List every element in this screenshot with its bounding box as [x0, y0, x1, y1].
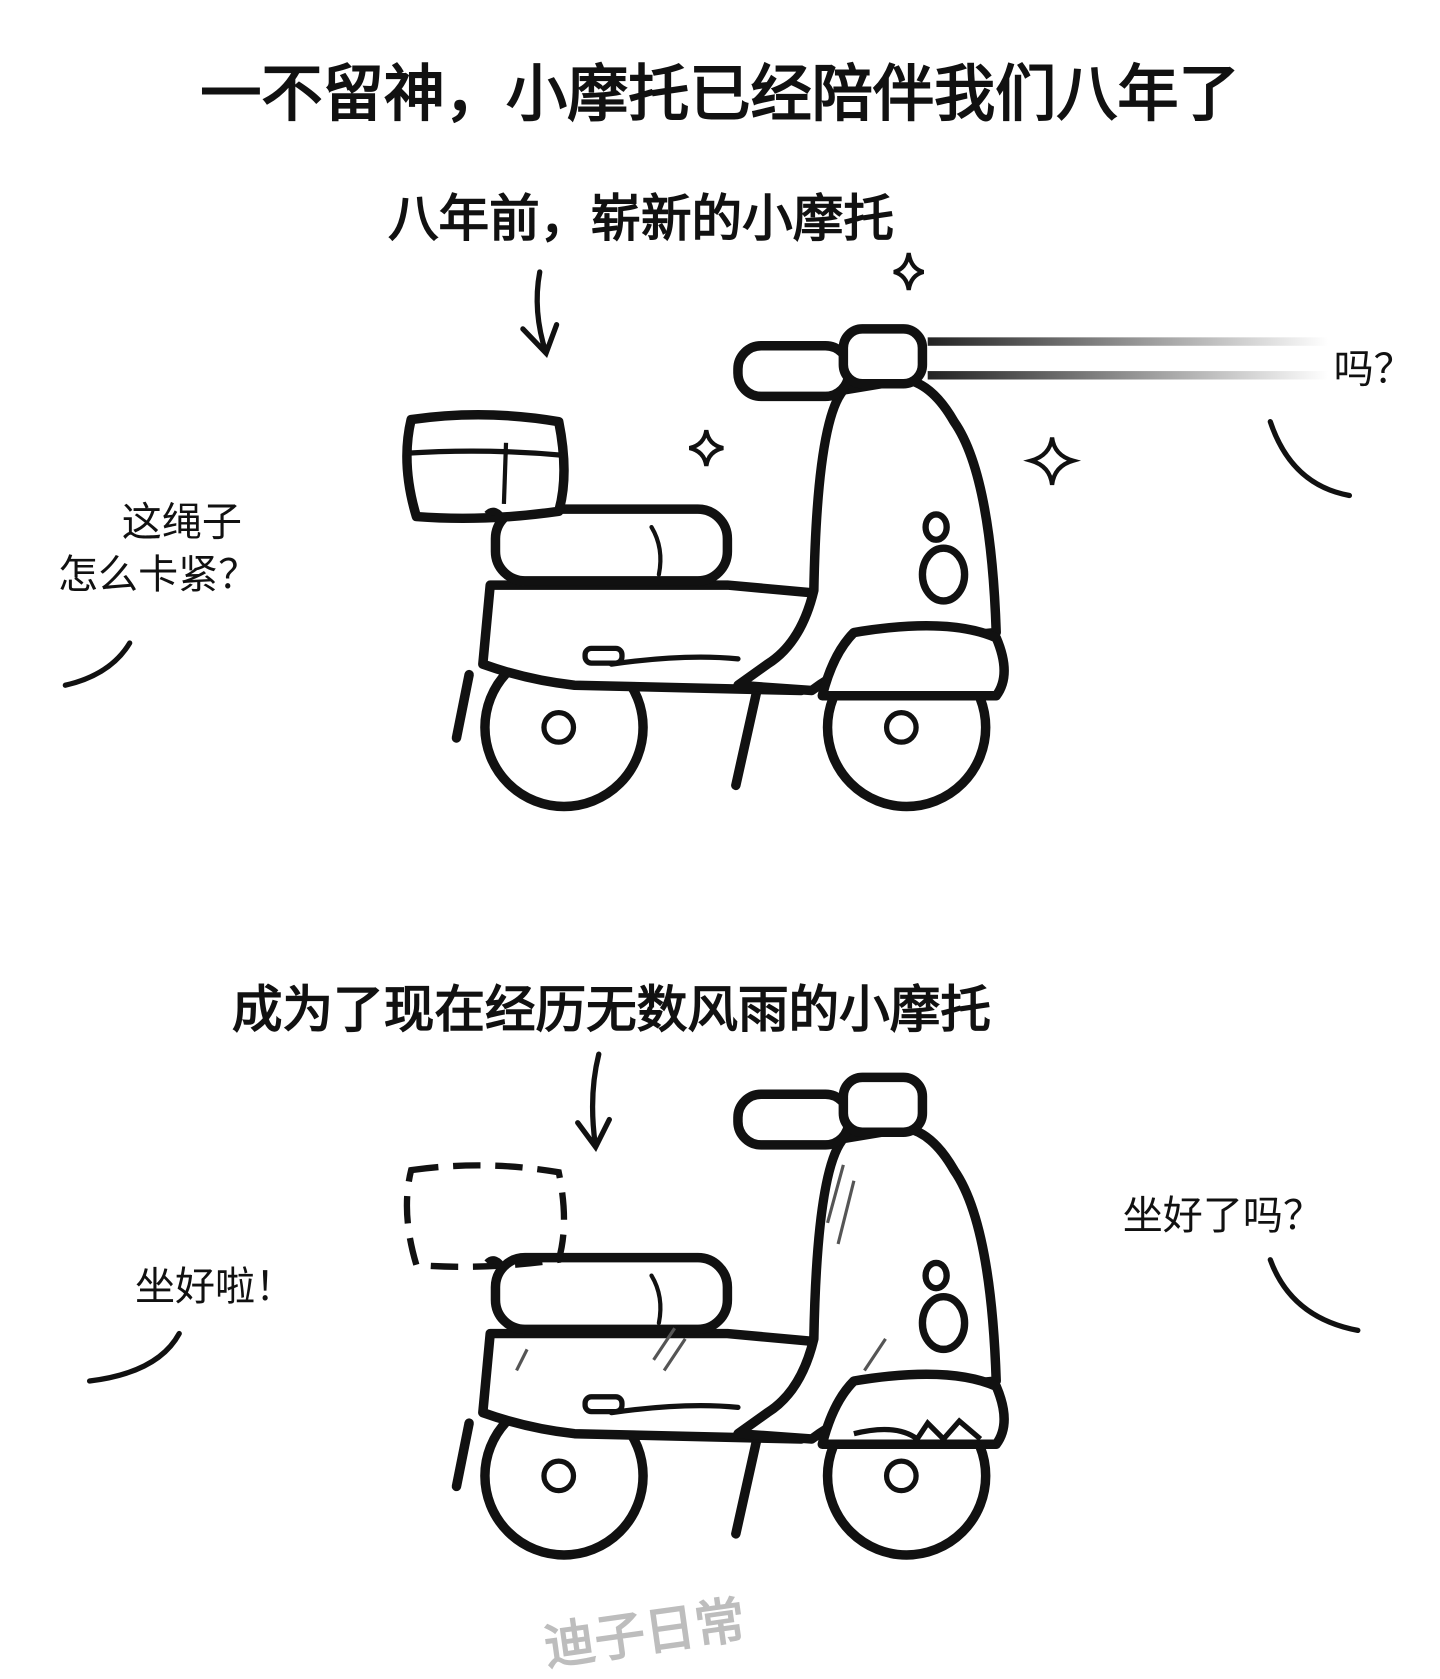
motion-lines — [927, 337, 1329, 380]
top-caption: 八年前，崭新的小摩托 — [387, 189, 894, 249]
missing-tail-box-outline — [403, 1162, 568, 1270]
new-scooter — [402, 252, 1329, 806]
speech-line: 这绳子 — [121, 498, 242, 546]
bottom-speech-left: 坐好啦！ — [134, 1262, 296, 1310]
pointer-arrows — [520, 269, 612, 1152]
top-speech-right: 吗？ — [1333, 345, 1414, 393]
sparkle-icon — [688, 252, 1082, 486]
comic-title: 一不留神，小摩托已经陪伴我们八年了 — [200, 57, 1240, 130]
old-scooter — [403, 1077, 1004, 1555]
bottom-speech-right: 坐好了吗？ — [1122, 1192, 1324, 1239]
top-speech-left: 这绳子 怎么卡紧？ — [58, 495, 258, 600]
tail-box — [402, 410, 569, 524]
speech-line: 怎么卡紧？ — [57, 551, 259, 598]
speech-strokes — [62, 419, 1361, 1384]
bottom-caption: 成为了现在经历无数风雨的小摩托 — [231, 980, 991, 1040]
